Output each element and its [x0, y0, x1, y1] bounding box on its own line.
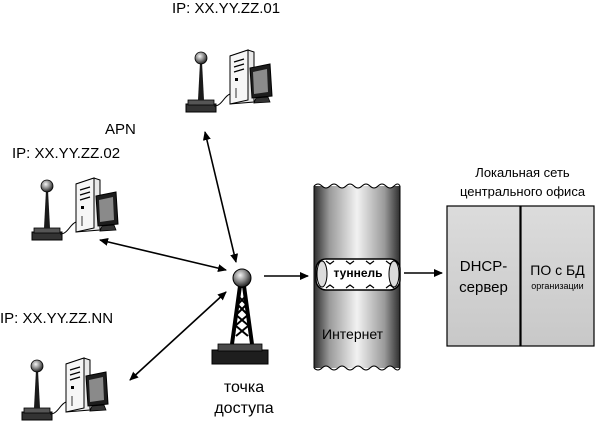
ip-label-middle: IP: XX.YY.ZZ.02 [12, 145, 121, 162]
office-network-label-line1: Локальная сеть [475, 165, 570, 180]
office-network-label-line2: центрального офиса [459, 184, 586, 199]
db-server-label: ПО с БД организации [521, 262, 594, 291]
link-middle-to-ap [99, 237, 227, 273]
office-network-label: Локальная сеть центрального офиса [450, 163, 595, 201]
tunnel-pipe-icon [315, 258, 401, 291]
ip-label-top: IP: XX.YY.ZZ.01 [172, 0, 281, 17]
dhcp-server-box [446, 205, 521, 347]
dhcp-server-label: DHCP- сервер [447, 256, 520, 298]
apn-label: APN [105, 121, 136, 138]
link-bottom-to-ap [129, 291, 227, 381]
workstation-bottom [21, 357, 109, 421]
workstation-top [185, 49, 273, 113]
link-top-to-ap [202, 131, 239, 263]
radio-tower-icon [211, 268, 269, 365]
access-point-label-line2: доступа [214, 400, 274, 417]
dhcp-server-label-line2: сервер [459, 279, 508, 296]
db-server-label-line1: ПО с БД [530, 262, 585, 278]
workstation-middle [31, 177, 119, 241]
db-server-box [520, 205, 595, 347]
access-point-label-line1: точка [223, 379, 265, 396]
dhcp-server-label-line1: DHCP- [459, 258, 508, 275]
access-point-label: точка доступа [208, 377, 280, 419]
db-server-label-line2: организации [531, 281, 584, 291]
tunnel-label: туннель [333, 266, 383, 280]
internet-label: Интернет [322, 326, 384, 342]
ip-label-bottom: IP: XX.YY.ZZ.NN [0, 310, 114, 327]
